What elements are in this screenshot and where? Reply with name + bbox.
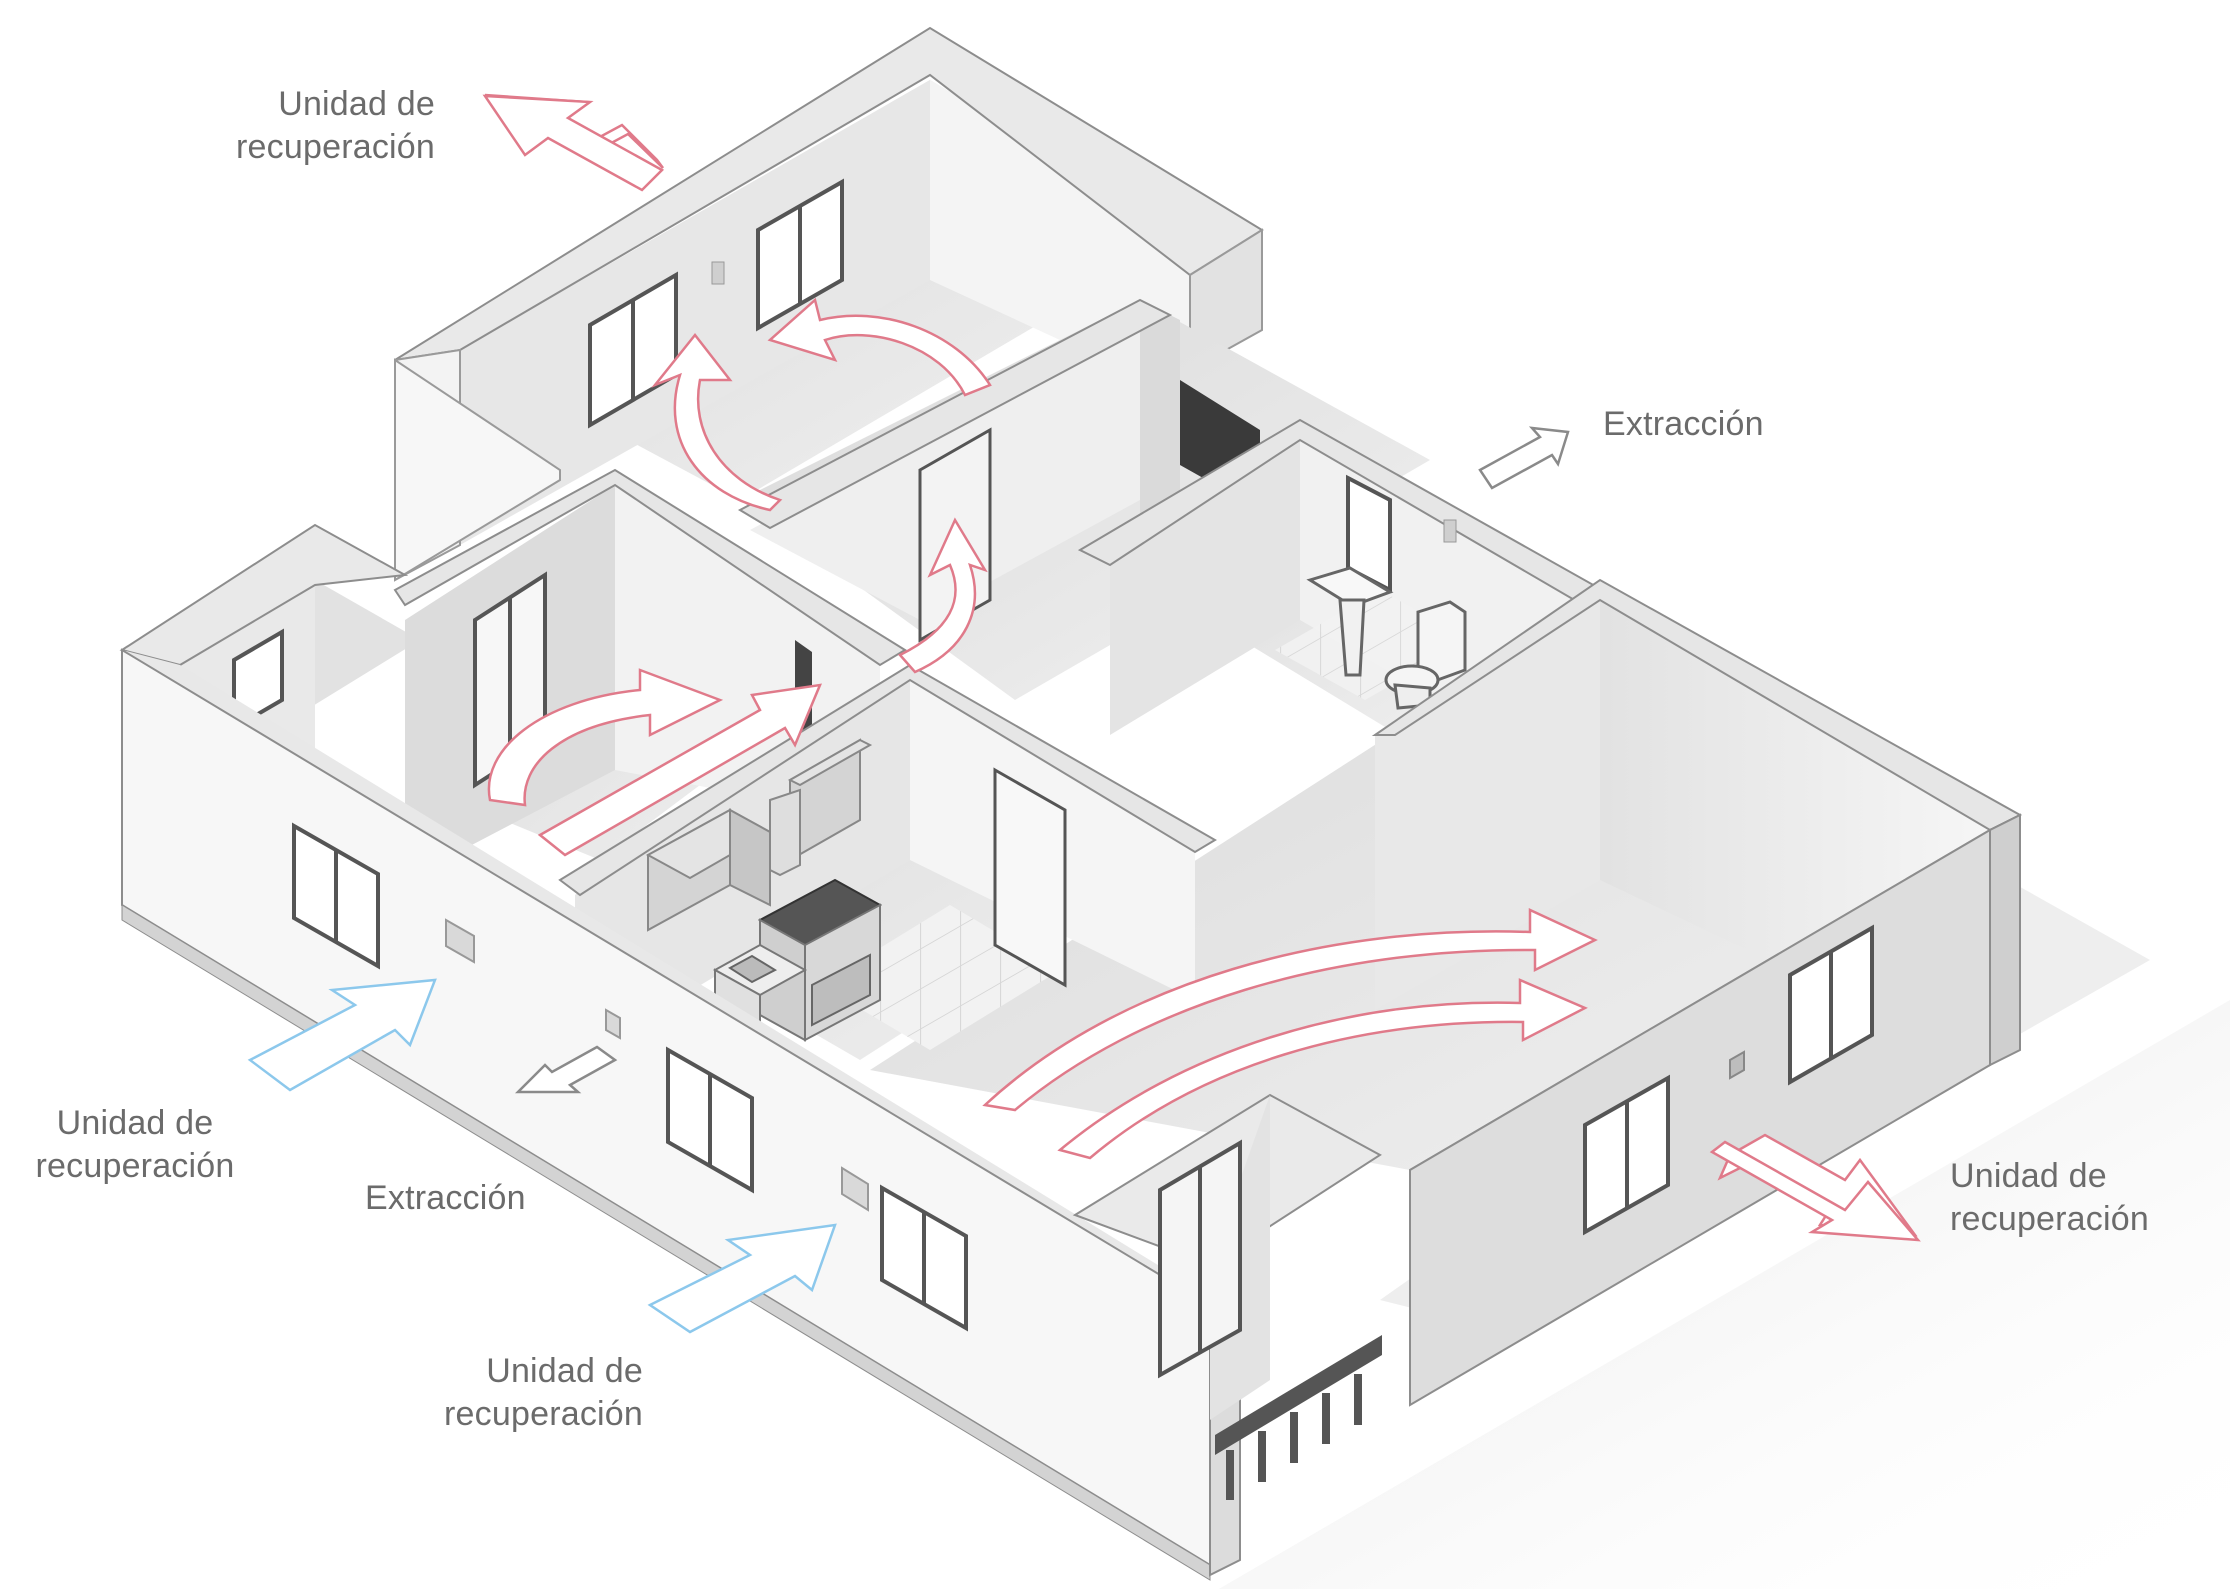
right-window-2 [1788,924,1874,1086]
vent-grille [1443,519,1457,543]
room-arrow-2 [1057,978,1588,1160]
balcony-railing [1215,1335,1382,1500]
supply-arrow-bottom [647,1223,837,1334]
label-recuperacion-right: Unidad de recuperación [1950,1155,2200,1241]
right-window-1 [1583,1074,1670,1236]
label-line: recuperación [444,1395,643,1433]
living-arrow-curve [487,668,724,807]
back-window-right [756,178,844,332]
exhaust-arrow-top-shape [482,94,665,192]
label-line: Extracción [1603,405,1764,443]
hall-arrow [897,517,988,674]
vent-grille-3 [841,1166,869,1212]
vent-grille [711,261,725,285]
back-window-left [588,271,678,429]
front-right-wall [1409,813,2021,1407]
room-arrow-1 [982,908,1598,1112]
circulation-arrow-2 [767,297,992,397]
front-window-3 [880,1184,968,1332]
vent-grille-2 [605,1008,621,1040]
extraction-arrow-right [1478,426,1570,490]
label-recuperacion-top: Unidad de recuperación [180,83,435,169]
label-recuperacion-left: Unidad de recuperación [10,1102,260,1188]
bathroom-sink [1306,566,1394,677]
vent-grille-4 [1729,1050,1745,1080]
ground-shadow [1150,1000,2230,1589]
back-room [394,26,1264,582]
label-line: Unidad de [1950,1157,2107,1195]
kitchen-upper-cabinets [645,738,873,932]
label-line: Unidad de [486,1352,643,1390]
front-window-2 [666,1046,754,1194]
balcony [1072,1093,1382,1500]
label-recuperacion-bottom: Unidad de recuperación [395,1350,643,1436]
supply-arrow-left [247,978,437,1092]
label-line: recuperación [1950,1200,2149,1238]
kitchen-stove [757,878,883,1042]
bathroom-toilet [1384,600,1467,710]
label-line: Unidad de [278,85,435,123]
label-line: recuperación [35,1147,235,1185]
label-extraccion-front: Extracción [365,1177,526,1220]
vent-grille-1 [445,918,475,964]
label-extraccion-right: Extracción [1603,403,1764,446]
living-arrow-straight [537,683,823,857]
kitchen-hood [769,788,801,877]
front-window-1 [292,822,380,970]
exhaust-arrow-right-body [1709,1140,1921,1242]
bathroom-mirror [1346,474,1392,594]
front-left-wall [121,648,1241,1581]
label-line: Unidad de [56,1104,214,1142]
bathroom [1077,418,1623,790]
right-room [870,578,2023,1170]
label-line: Extracción [365,1179,526,1217]
circulation-arrow-1 [651,332,783,512]
extraction-arrow-front [514,1045,618,1094]
label-line: recuperación [236,128,435,166]
kitchen [558,663,1217,1062]
